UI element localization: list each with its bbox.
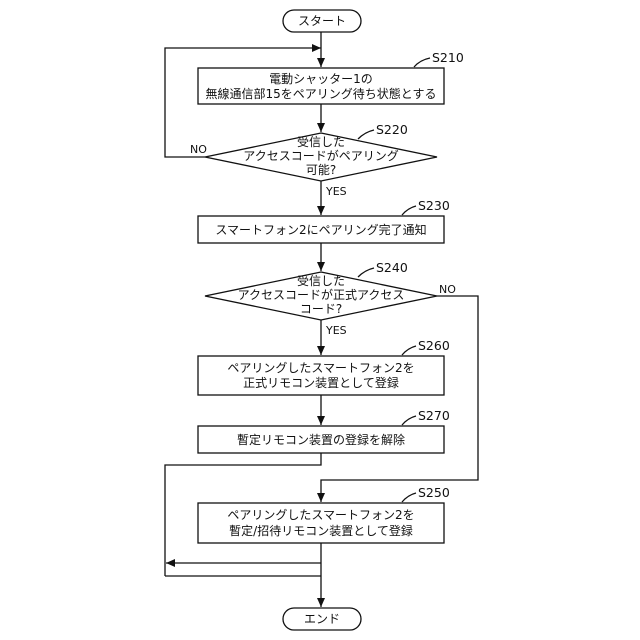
s210-line-1: 電動シャッター1の [269, 72, 373, 86]
process-s230: スマートフォン2にペアリング完了通知 [198, 216, 444, 243]
s240-yes-label: YES [325, 324, 347, 337]
s230-line-1: スマートフォン2にペアリング完了通知 [215, 222, 426, 237]
s270-step: S270 [418, 408, 450, 423]
s240-step: S240 [376, 260, 408, 275]
s260-line-1: ペアリングしたスマートフォン2を [227, 361, 414, 375]
s220-step: S220 [376, 122, 408, 137]
s240-line-1: 受信した [297, 274, 345, 288]
decision-s240: 受信した アクセスコードが正式アクセス コード? [205, 272, 437, 320]
s210-line-2: 無線通信部15をペアリング待ち状態とする [206, 86, 437, 101]
step-label-s230: S230 [402, 198, 450, 215]
s260-line-2: 正式リモコン装置として登録 [243, 375, 399, 390]
s250-step: S250 [418, 485, 450, 500]
process-s250: ペアリングしたスマートフォン2を 暫定/招待リモコン装置として登録 [198, 503, 444, 543]
s220-line-1: 受信した [297, 135, 345, 149]
s220-no-label: NO [190, 143, 207, 156]
s220-yes-label: YES [325, 185, 347, 198]
s220-line-3: 可能? [306, 163, 336, 177]
s240-line-2: アクセスコードが正式アクセス [238, 287, 405, 302]
step-label-s270: S270 [402, 408, 450, 425]
process-s260: ペアリングしたスマートフォン2を 正式リモコン装置として登録 [198, 356, 444, 395]
decision-s220: 受信した アクセスコードがペアリング 可能? [205, 133, 437, 181]
s260-step: S260 [418, 338, 450, 353]
step-label-s210: S210 [414, 50, 464, 67]
s240-no-label: NO [439, 283, 456, 296]
s210-step: S210 [432, 50, 464, 65]
process-s270: 暫定リモコン装置の登録を解除 [198, 426, 444, 453]
process-s210: 電動シャッター1の 無線通信部15をペアリング待ち状態とする [198, 68, 444, 104]
s230-step: S230 [418, 198, 450, 213]
s270-line-1: 暫定リモコン装置の登録を解除 [237, 432, 405, 447]
s240-line-3: コード? [300, 302, 342, 316]
step-label-s240: S240 [358, 260, 408, 277]
end-label: エンド [304, 612, 340, 626]
s250-line-2: 暫定/招待リモコン装置として登録 [229, 523, 413, 538]
s220-line-2: アクセスコードがペアリング [243, 148, 398, 163]
start-terminal: スタート [283, 10, 361, 32]
step-label-s220: S220 [358, 122, 408, 139]
s250-line-1: ペアリングしたスマートフォン2を [227, 508, 414, 522]
step-label-s260: S260 [402, 338, 450, 355]
end-terminal: エンド [283, 608, 361, 630]
step-label-s250: S250 [402, 485, 450, 502]
start-label: スタート [298, 14, 346, 28]
